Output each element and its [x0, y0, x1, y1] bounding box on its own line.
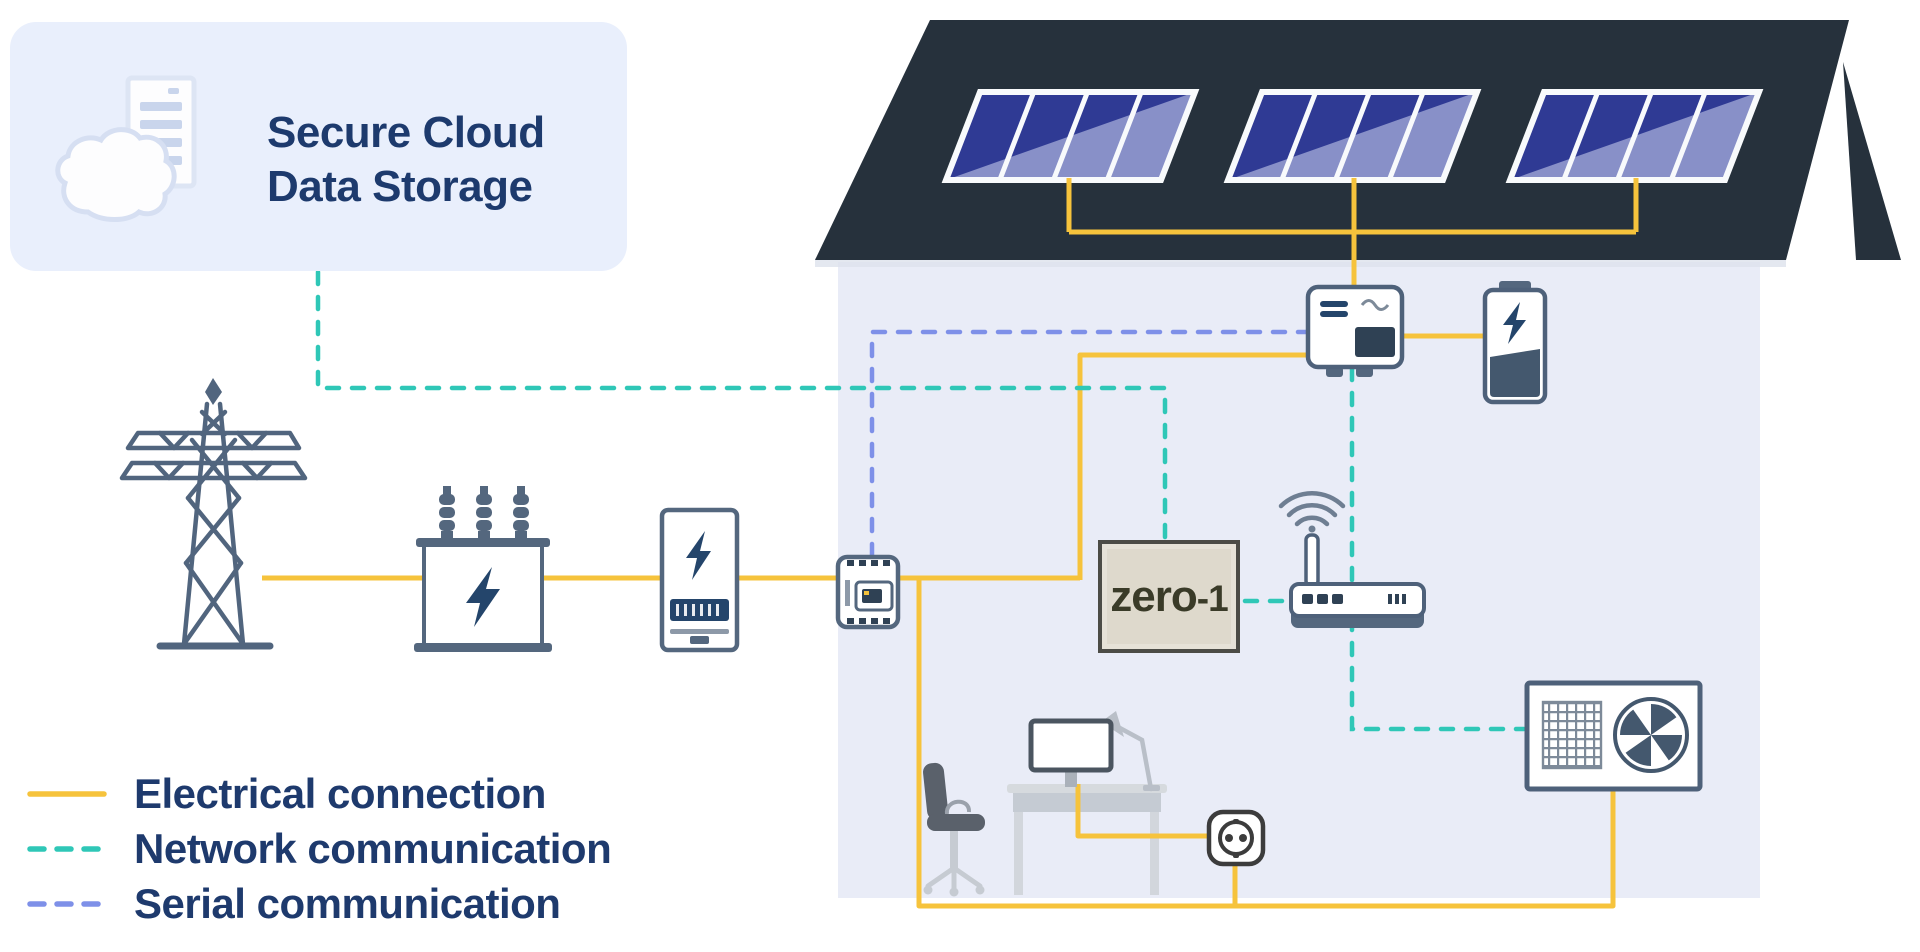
- wifi-router-icon: [1278, 491, 1426, 628]
- cloud-title-line2: Data Storage: [267, 162, 533, 211]
- sine-wave-icon: [1360, 299, 1390, 311]
- lightning-bolt-icon: [466, 567, 500, 627]
- grille-icon: [1541, 700, 1603, 770]
- electrical-lines: [262, 178, 1639, 909]
- energy-gateway-meter-icon: [835, 554, 901, 630]
- lightning-bolt-icon: [1503, 302, 1526, 344]
- lightning-bolt-icon: [686, 531, 711, 580]
- zero-1-gateway-box: zero-1: [1098, 540, 1240, 653]
- transmission-tower-icon: [119, 378, 308, 650]
- wall-outlet-icon: [1206, 809, 1266, 867]
- desk: [1007, 784, 1167, 895]
- legend-row-serial: Serial communication: [26, 880, 611, 928]
- network-lines: [315, 269, 1527, 732]
- electrical-line-swatch: [27, 791, 107, 797]
- gateway-label: zero-1: [1110, 571, 1228, 621]
- legend-row-network: Network communication: [26, 825, 612, 873]
- serial-lines: [869, 329, 1309, 559]
- legend-label-network: Network communication: [134, 825, 612, 872]
- solar-panel-icon: [941, 89, 1200, 183]
- fan-icon: [1619, 704, 1683, 766]
- legend-row-electrical: Electrical connection: [26, 770, 611, 818]
- solar-panel-icon: [1223, 89, 1482, 183]
- battery-icon: [1482, 281, 1548, 405]
- house-electrical-bus: [916, 578, 1616, 909]
- wifi-icon: [1278, 491, 1346, 527]
- inverter-router-heatpump-line: [1349, 365, 1527, 732]
- legend-label-electrical: Electrical connection: [134, 770, 546, 817]
- electricity-meter-icon: [659, 507, 740, 653]
- legend-label-serial: Serial communication: [134, 880, 561, 927]
- solar-panel-icon: [1505, 89, 1764, 183]
- computer-monitor-icon: [1028, 718, 1114, 787]
- office-chair-icon: [923, 762, 985, 897]
- cloud-title-line1: Secure Cloud: [267, 108, 545, 157]
- desk-feed: [1075, 784, 1212, 839]
- inverter-feed-line: [1077, 352, 1308, 580]
- heat-pump-icon: [1524, 680, 1703, 792]
- cloud-network-line: [315, 269, 1168, 540]
- secure-cloud-card: Secure Cloud Data Storage: [10, 22, 627, 271]
- cloud-document-icon: [55, 75, 197, 222]
- inverter-icon: [1305, 284, 1405, 377]
- legend: Electrical connection Network communicat…: [26, 770, 612, 928]
- meter-inverter-serial-line: [869, 329, 1309, 559]
- roof-gable: [1843, 62, 1901, 260]
- serial-line-swatch: [27, 901, 107, 907]
- transformer-icon: [414, 486, 552, 652]
- network-line-swatch: [27, 846, 107, 852]
- solar-panel-array: [941, 89, 1764, 183]
